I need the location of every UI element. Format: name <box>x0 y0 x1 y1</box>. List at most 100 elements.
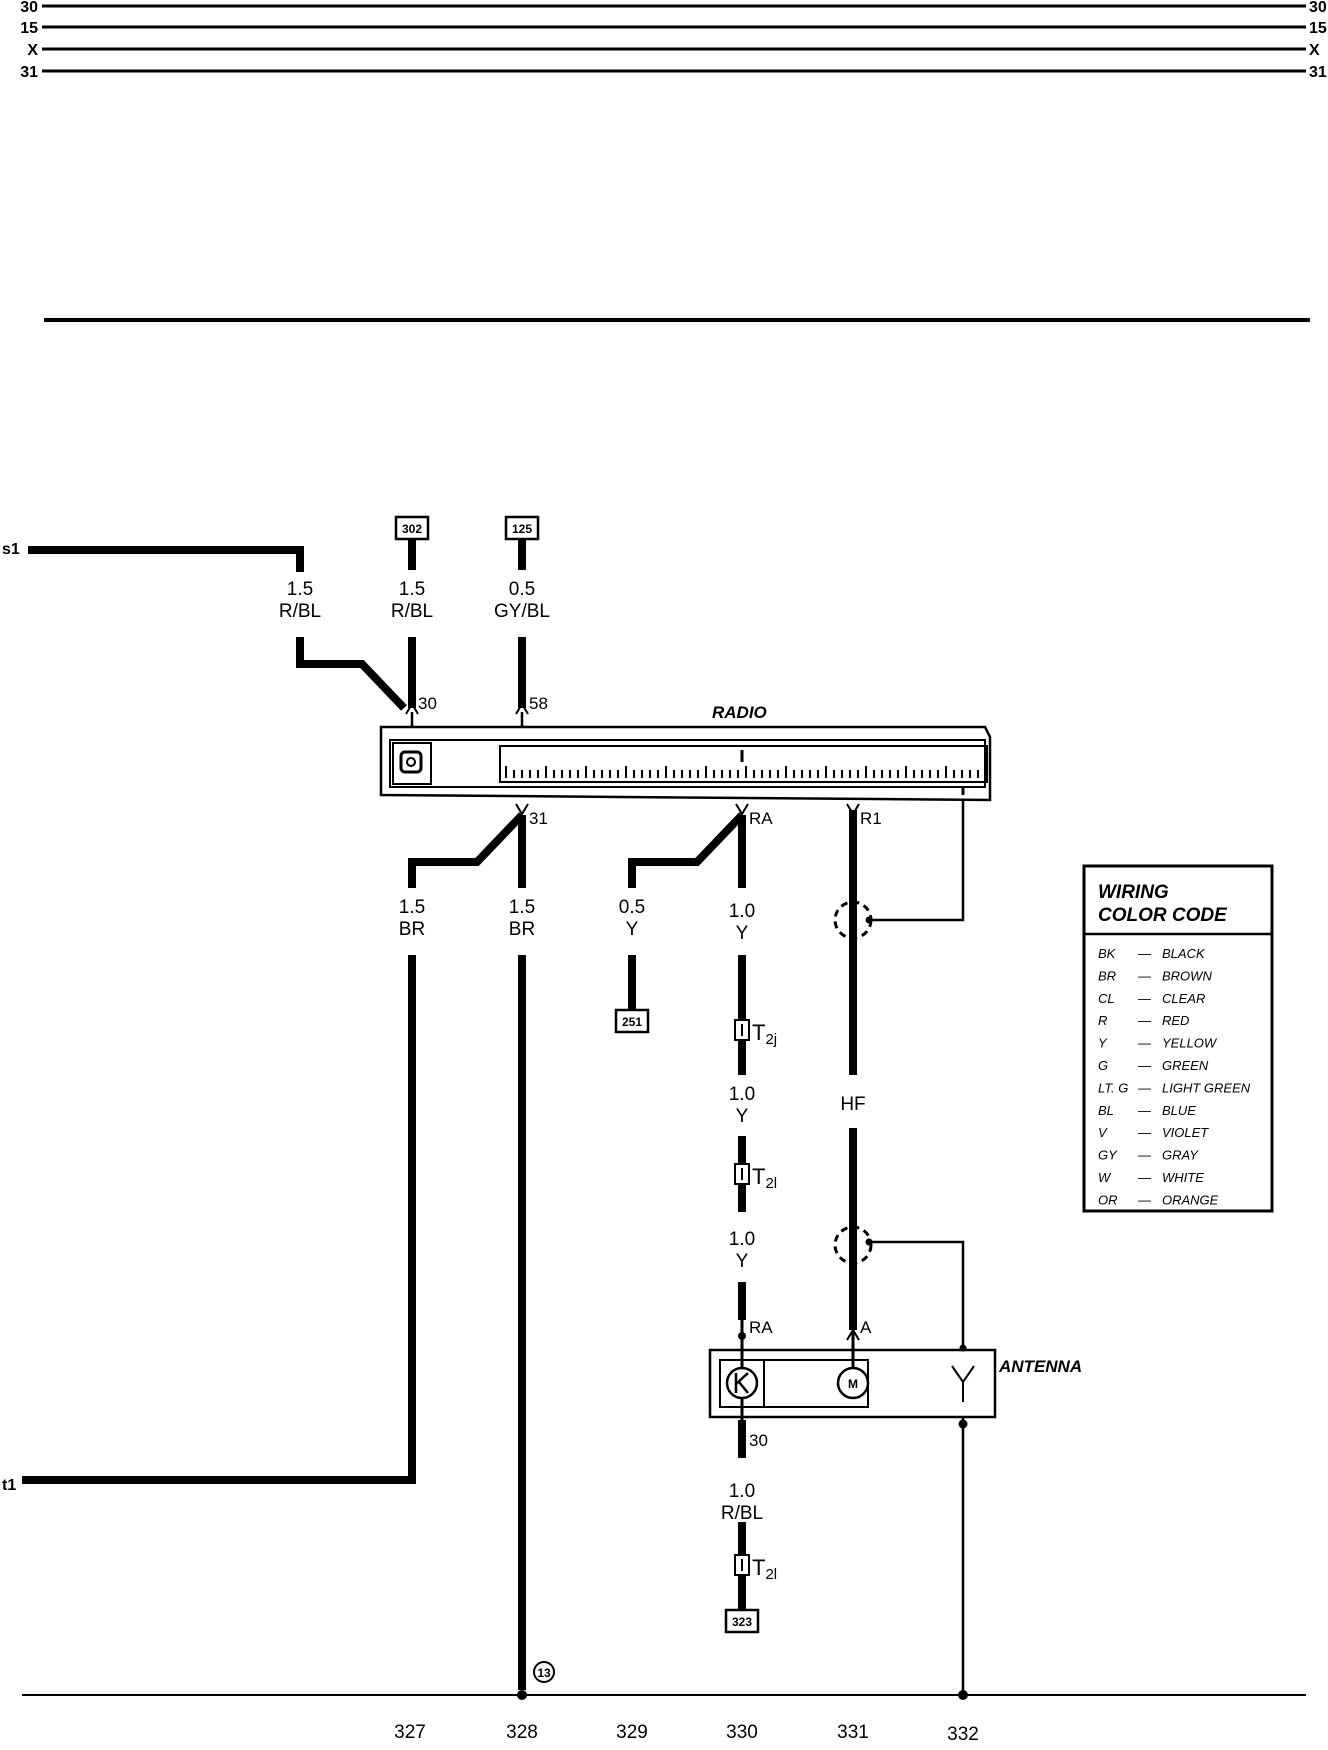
radio-knob-box <box>392 742 432 785</box>
antenna-pin-a-arrow <box>846 1328 860 1341</box>
ref-box-251-label: 251 <box>622 1015 642 1029</box>
radio-inner-panel <box>389 739 986 788</box>
wire-s1-feed <box>28 546 304 572</box>
color-key-dash: — <box>1137 1148 1152 1163</box>
terminal-t1: t1 <box>2 1477 16 1494</box>
color-key-dash: — <box>1137 1080 1152 1095</box>
wire-ground-main-color: BR <box>509 919 535 940</box>
wire-s1-size: 1.5 <box>287 579 313 600</box>
color-key-code: R <box>1098 1013 1107 1028</box>
radio-pin-30-arrow <box>405 702 419 715</box>
column-number: 330 <box>726 1722 758 1743</box>
color-key-dash: — <box>1137 991 1152 1006</box>
radio-dial <box>499 745 988 783</box>
color-key-name: CLEAR <box>1162 991 1205 1006</box>
bus-label-right-31: 31 <box>1309 64 1327 81</box>
color-key-name: VIOLET <box>1162 1125 1209 1140</box>
color-key-dash: — <box>1137 946 1152 961</box>
antenna-component: M ANTENNA RA A 30 <box>708 1318 1082 1450</box>
wire-302-color: R/BL <box>391 601 433 622</box>
color-key-code: BL <box>1098 1103 1114 1118</box>
wire-s1-feed-lower <box>296 637 407 711</box>
color-key-dash: — <box>1137 1192 1152 1207</box>
color-key-dash: — <box>1137 1125 1152 1140</box>
wire-ground-left-size: 1.5 <box>399 897 425 918</box>
radio-pin-30-label: 30 <box>418 694 437 713</box>
radio-pin-58-arrow <box>515 702 529 715</box>
color-key-name: BLUE <box>1162 1103 1196 1118</box>
wire-ground-main-size: 1.5 <box>509 897 535 918</box>
color-key-dash: — <box>1137 1103 1152 1118</box>
radio-pin-ra-label: RA <box>749 809 773 828</box>
antenna-relay-k <box>734 1372 749 1394</box>
connector-t2l-lower: T2l <box>734 1554 777 1583</box>
color-key-name: LIGHT GREEN <box>1162 1080 1251 1095</box>
antenna-pin-30-label: 30 <box>749 1431 768 1450</box>
wire-ra3-size: 1.0 <box>729 1229 755 1250</box>
wire-125-size: 0.5 <box>509 579 535 600</box>
color-key-title-line1: WIRING <box>1098 882 1169 903</box>
wire-251-size: 0.5 <box>619 897 645 918</box>
color-key-name: GRAY <box>1162 1148 1199 1163</box>
shield-line-upper <box>866 788 965 922</box>
wire-s1-color: R/BL <box>279 601 321 622</box>
color-key-name: BLACK <box>1162 946 1206 961</box>
wire-labels: 1.5 R/BL 1.5 R/BL 0.5 GY/BL 1.5 BR 1.5 B… <box>279 579 866 1524</box>
shield-line-lower <box>866 1240 965 1695</box>
shield-dot-upper <box>865 916 873 924</box>
color-key-name: YELLOW <box>1162 1036 1218 1051</box>
ref-box-323-label: 323 <box>732 1615 752 1629</box>
color-key-name: GREEN <box>1162 1058 1209 1073</box>
connector-t2j: T2j <box>734 1019 777 1048</box>
antenna-pin-ra-label: RA <box>749 1318 773 1337</box>
color-key-name: WHITE <box>1162 1170 1204 1185</box>
wire-to-251-top <box>628 812 745 888</box>
color-key-code: W <box>1098 1170 1112 1185</box>
color-key-dash: — <box>1137 1170 1152 1185</box>
bus-label-right-30: 30 <box>1309 0 1327 16</box>
color-key-code: OR <box>1098 1192 1118 1207</box>
wire-251-color: Y <box>626 919 639 940</box>
color-key-code: GY <box>1098 1148 1118 1163</box>
column-number: 332 <box>947 1724 979 1745</box>
color-key-name: ORANGE <box>1162 1192 1219 1207</box>
wire-ground-left-top <box>408 812 525 888</box>
bus-lines <box>42 4 1306 73</box>
wire-ra1-size: 1.0 <box>729 901 755 922</box>
color-key-name: BROWN <box>1162 968 1212 983</box>
connectors: T2j T2l T2l <box>734 1019 777 1583</box>
ref-box-302-label: 302 <box>402 522 422 536</box>
ground-point-label: 13 <box>537 1666 551 1680</box>
connector-t2l-lower-label: T2l <box>752 1555 777 1583</box>
column-numbers: 327 328 329 330 331 332 <box>394 1722 979 1745</box>
radio-knob-center <box>406 757 416 767</box>
bus-label-left-x: X <box>27 42 38 59</box>
color-key-title-line2: COLOR CODE <box>1098 905 1228 926</box>
ref-boxes: 302 125 251 323 <box>394 515 760 1634</box>
ref-box-323 <box>724 1608 760 1634</box>
terminal-s1: s1 <box>2 541 20 558</box>
radio-component: RADIO 30 58 31 RA R1 <box>379 694 992 828</box>
radio-pin-ra-arrow <box>735 803 749 816</box>
radio-dial-ticks <box>505 766 979 778</box>
bus-label-left-31: 31 <box>20 64 38 81</box>
column-number: 331 <box>837 1722 869 1743</box>
antenna-aerial-icon <box>951 1365 975 1402</box>
color-key-dash: — <box>1137 1058 1152 1073</box>
wire-ra1-color: Y <box>736 923 749 944</box>
ground-node-332 <box>958 1690 968 1700</box>
color-key-dash: — <box>1137 1013 1152 1028</box>
wire-302-size: 1.5 <box>399 579 425 600</box>
wire-ra2-size: 1.0 <box>729 1084 755 1105</box>
ground-node-328 <box>517 1690 527 1700</box>
bus-label-left-30: 30 <box>20 0 38 16</box>
radio-outline <box>379 725 992 802</box>
antenna-30-node <box>738 1420 746 1428</box>
color-key-code: BR <box>1098 968 1116 983</box>
radio-pin-r1-arrow <box>846 803 860 816</box>
color-key-code: Y <box>1098 1036 1108 1051</box>
wire-ra3-color: Y <box>736 1251 749 1272</box>
wire-ground-left-color: BR <box>399 919 425 940</box>
wire-ra2-color: Y <box>736 1106 749 1127</box>
ref-box-125-label: 125 <box>512 522 532 536</box>
